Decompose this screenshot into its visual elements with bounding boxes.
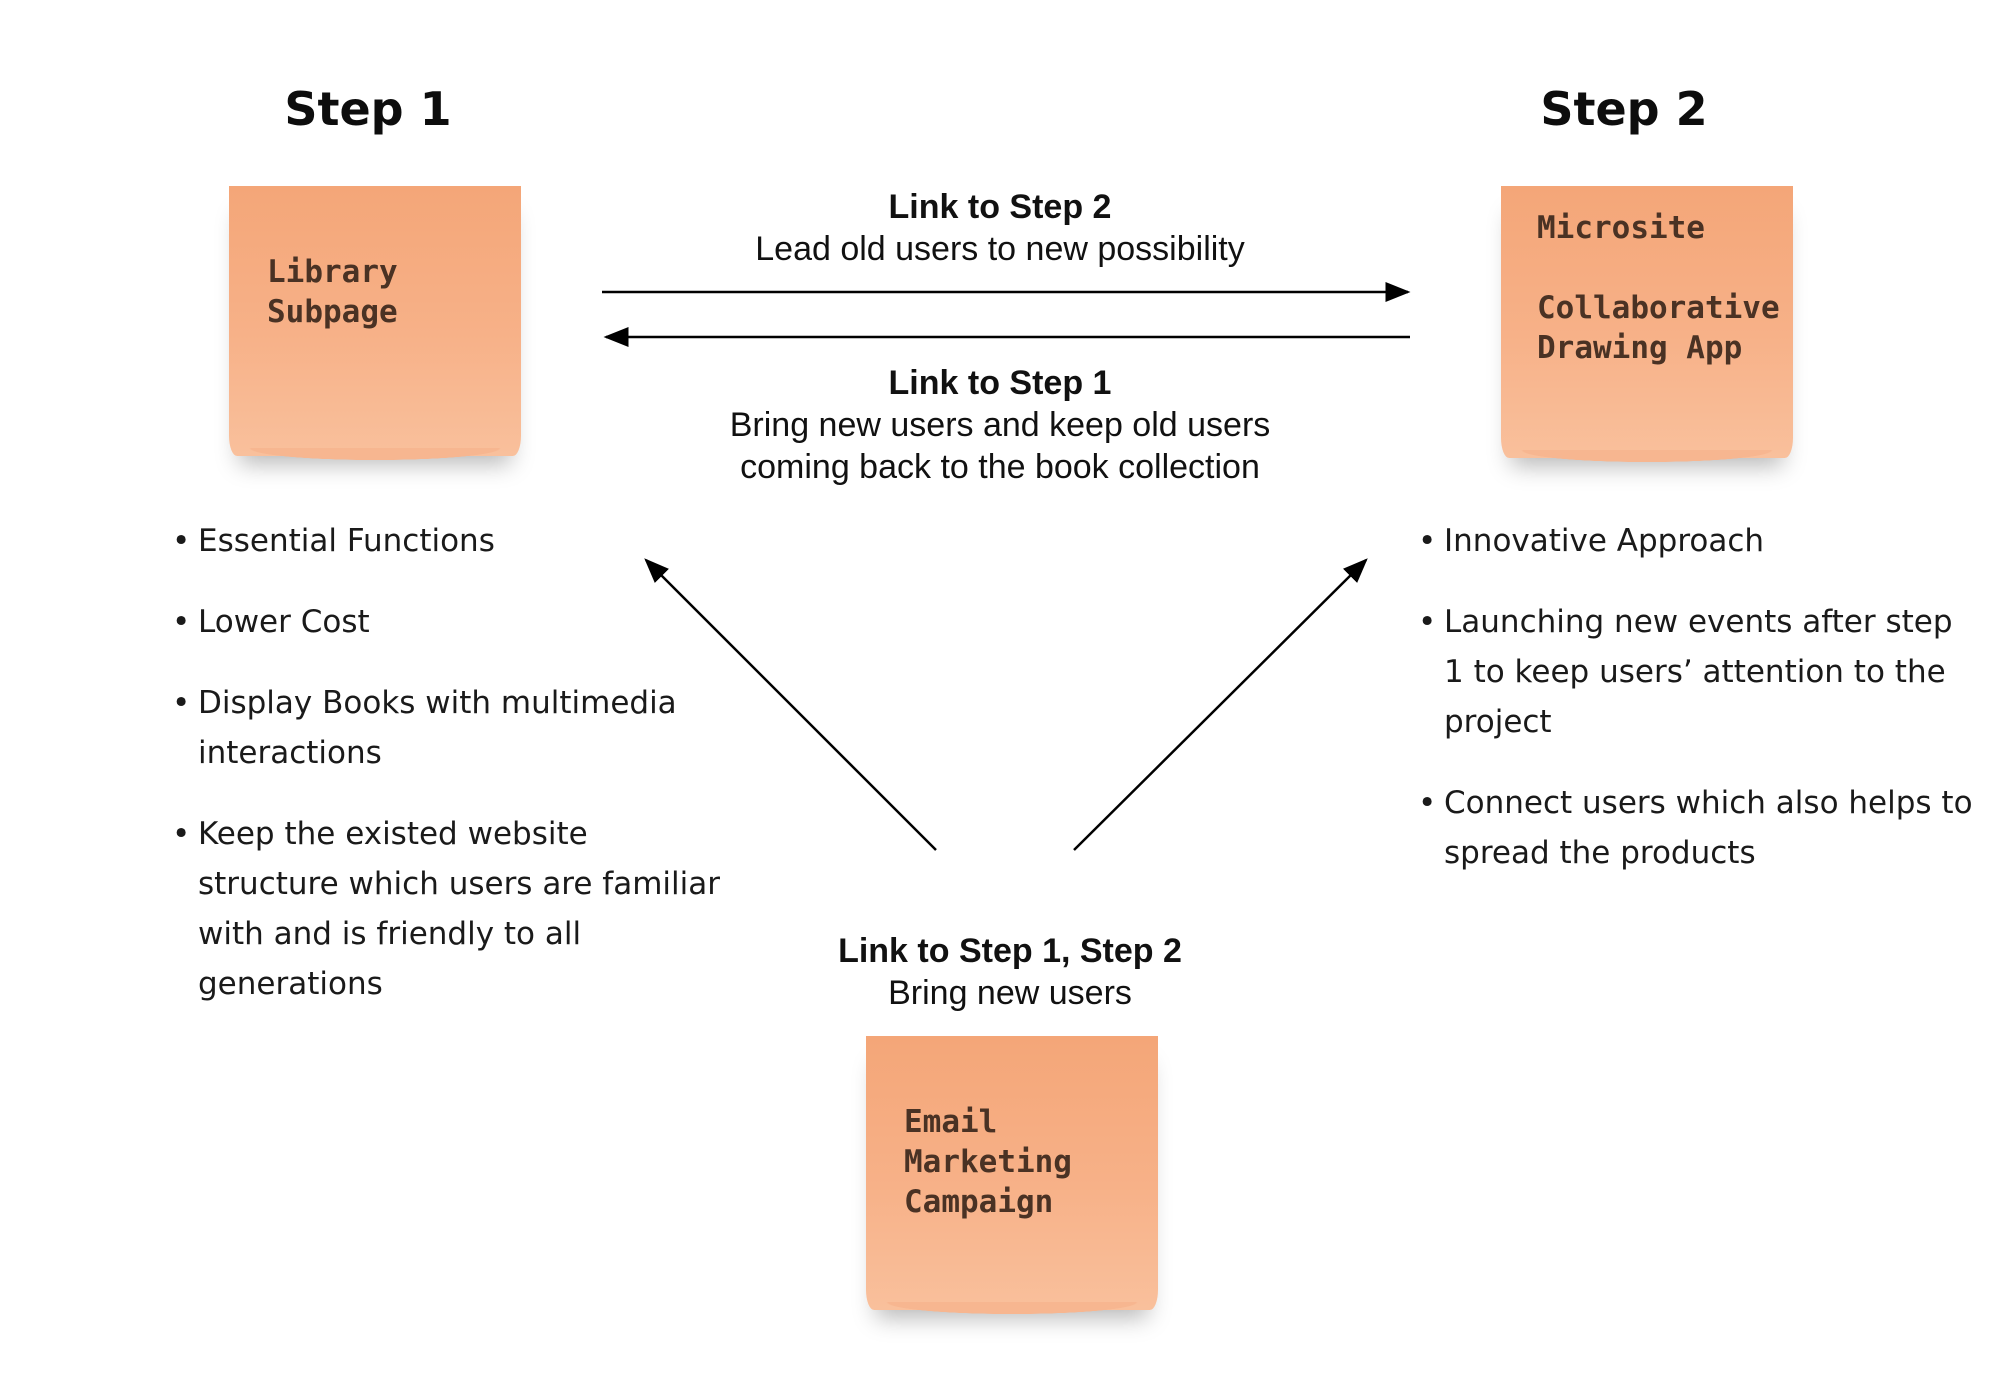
step2-bullet: Innovative Approach [1418,516,1978,566]
link-to-both-description: Bring new users [888,974,1132,1012]
step2-bullet-list: Innovative Approach Launching new events… [1418,516,1978,909]
email-campaign-label: Email Marketing Campaign [904,1104,1072,1220]
step1-bullet: Essential Functions [172,516,732,566]
microsite-label: Microsite Collaborative Drawing App [1537,210,1780,366]
microsite-note: Microsite Collaborative Drawing App [1501,186,1793,464]
link-to-step1: Link to Step 1 Bring new users and keep … [640,362,1360,488]
link-to-both-heading: Link to Step 1, Step 2 [838,932,1182,970]
step2-title: Step 2 [1540,82,1708,136]
library-subpage-note: Library Subpage [229,186,521,462]
link-to-step1-description: Bring new users and keep old users comin… [729,406,1271,486]
link-to-step2: Link to Step 2 Lead old users to new pos… [640,186,1360,270]
step1-title: Step 1 [284,82,452,136]
link-to-step1-heading: Link to Step 1 [888,364,1112,402]
email-campaign-note: Email Marketing Campaign [866,1036,1158,1316]
step1-bullet: Keep the existed website structure which… [172,809,732,1009]
link-to-step2-heading: Link to Step 2 [888,188,1112,226]
link-to-both-steps: Link to Step 1, Step 2 Bring new users [740,930,1280,1014]
arrow-email-to-step2 [1073,558,1368,851]
step1-bullet: Display Books with multimedia interactio… [172,678,732,778]
step2-bullet: Connect users which also helps to spread… [1418,778,1978,878]
step1-bullet-list: Essential Functions Lower Cost Display B… [172,516,732,1040]
step2-bullet: Launching new events after step 1 to kee… [1418,597,1978,747]
link-to-step2-description: Lead old users to new possibility [755,230,1245,268]
library-subpage-label: Library Subpage [267,254,398,330]
step1-bullet: Lower Cost [172,597,732,647]
